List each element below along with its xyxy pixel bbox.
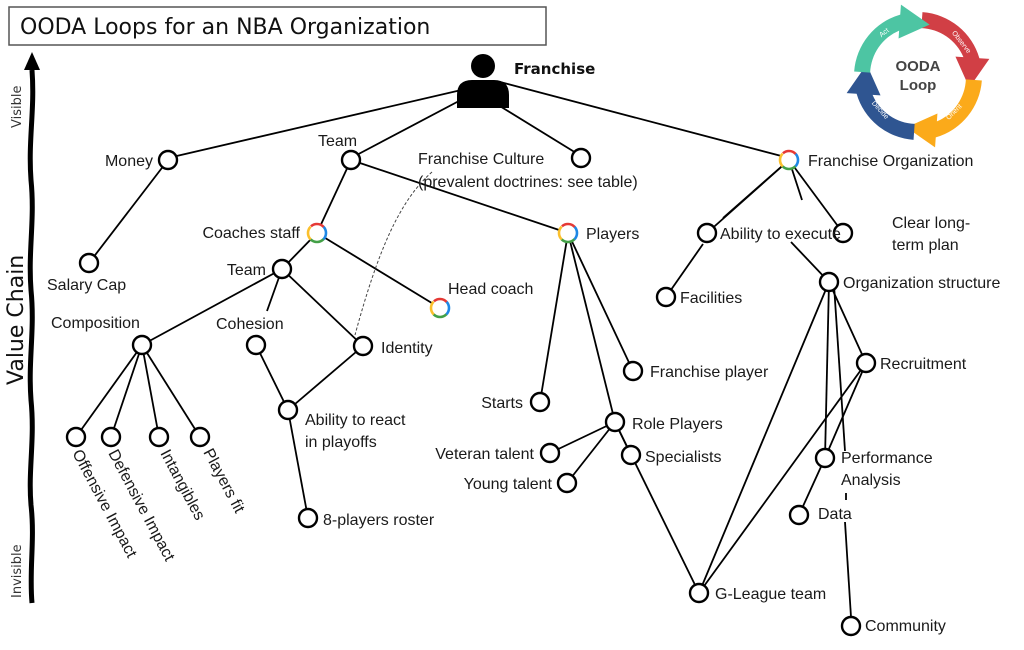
node-intangibles[interactable] bbox=[148, 426, 170, 448]
axis-bottom-label: Invisible bbox=[10, 544, 25, 598]
label-role-players: Role Players bbox=[632, 416, 723, 433]
label-specialists: Specialists bbox=[645, 449, 721, 466]
label-ability-execute: Ability to execute bbox=[720, 226, 841, 243]
node-org-structure[interactable] bbox=[818, 271, 840, 293]
node-cohesion[interactable] bbox=[245, 334, 267, 356]
ooda-center-2: Loop bbox=[900, 77, 937, 94]
ooda-center-1: OODA bbox=[896, 58, 941, 75]
node-veteran[interactable] bbox=[539, 442, 561, 464]
node-clear-plan[interactable] bbox=[832, 222, 854, 244]
label-cohesion: Cohesion bbox=[216, 316, 284, 333]
label-ability-react-2: in playoffs bbox=[305, 434, 377, 451]
node-g-league[interactable] bbox=[688, 582, 710, 604]
axis-arrow-icon bbox=[24, 52, 40, 70]
label-ability-react-1: Ability to react bbox=[305, 412, 406, 429]
node-performance[interactable] bbox=[814, 447, 836, 469]
label-money: Money bbox=[105, 153, 153, 170]
label-players-fit: Players fit bbox=[199, 446, 247, 516]
node-composition[interactable] bbox=[131, 334, 153, 356]
label-coaches-staff: Coaches staff bbox=[202, 225, 300, 242]
label-performance-1: Performance bbox=[841, 450, 933, 467]
node-ability-execute[interactable] bbox=[696, 222, 718, 244]
node-salary-cap[interactable] bbox=[78, 252, 100, 274]
label-clear-plan-2: term plan bbox=[892, 237, 959, 254]
node-young[interactable] bbox=[556, 472, 578, 494]
act-arrow bbox=[854, 4, 930, 73]
node-team[interactable] bbox=[340, 149, 362, 171]
label-facilities: Facilities bbox=[680, 290, 742, 307]
label-community: Community bbox=[865, 618, 946, 635]
label-starts: Starts bbox=[481, 395, 523, 412]
label-salary-cap: Salary Cap bbox=[47, 277, 126, 294]
axis-line bbox=[27, 69, 36, 604]
orient-arrow bbox=[906, 79, 982, 148]
page-title: OODA Loops for an NBA Organization bbox=[20, 15, 430, 40]
label-data: Data bbox=[818, 506, 852, 523]
node-team-sub[interactable] bbox=[271, 258, 293, 280]
node-facilities[interactable] bbox=[655, 286, 677, 308]
node-franchise-culture[interactable] bbox=[570, 147, 592, 169]
nodes bbox=[65, 147, 877, 637]
label-franchise-org: Franchise Organization bbox=[808, 153, 973, 170]
label-players: Players bbox=[586, 226, 639, 243]
node-players-fit[interactable] bbox=[189, 426, 211, 448]
node-franchise-org-ooda[interactable] bbox=[778, 149, 800, 171]
observe-arrow bbox=[921, 12, 990, 88]
ooda-step-act: Act bbox=[878, 27, 890, 39]
label-team-sub: Team bbox=[227, 262, 266, 279]
node-coaches-staff-ooda[interactable] bbox=[306, 222, 328, 244]
node-label-franchise: Franchise bbox=[514, 60, 595, 78]
label-head-coach: Head coach bbox=[448, 281, 533, 298]
label-recruitment: Recruitment bbox=[880, 356, 967, 373]
person-icon bbox=[457, 54, 509, 108]
axis-label: Value Chain bbox=[4, 255, 29, 385]
label-performance-2: Analysis bbox=[841, 472, 901, 489]
label-young: Young talent bbox=[464, 476, 553, 493]
node-role-players[interactable] bbox=[604, 411, 626, 433]
label-intangibles: Intangibles bbox=[156, 447, 207, 523]
node-specialists[interactable] bbox=[620, 444, 642, 466]
label-franchise-culture-2: (prevalent doctrines: see table) bbox=[418, 174, 638, 191]
node-players-ooda[interactable] bbox=[557, 222, 579, 244]
label-g-league: G-League team bbox=[715, 586, 826, 603]
node-franchise-player[interactable] bbox=[622, 360, 644, 382]
node-starts[interactable] bbox=[529, 391, 551, 413]
node-head-coach-ooda[interactable] bbox=[429, 297, 451, 319]
label-franchise-culture-1: Franchise Culture bbox=[418, 151, 544, 168]
node-recruitment[interactable] bbox=[855, 352, 877, 374]
node-offensive[interactable] bbox=[65, 426, 87, 448]
edges bbox=[75, 81, 867, 618]
label-roster: 8-players roster bbox=[323, 512, 435, 529]
title-box: OODA Loops for an NBA Organization bbox=[8, 6, 547, 46]
node-identity[interactable] bbox=[352, 335, 374, 357]
label-franchise-player: Franchise player bbox=[650, 364, 769, 381]
label-veteran: Veteran talent bbox=[435, 446, 534, 463]
node-defensive[interactable] bbox=[100, 426, 122, 448]
label-identity: Identity bbox=[381, 340, 433, 357]
culture-dashed-link bbox=[354, 171, 433, 336]
value-chain-axis: Visible Value Chain Invisible bbox=[4, 52, 40, 604]
ooda-loop-graphic: OODA Loop Observe Orient Decide Act bbox=[846, 4, 990, 148]
node-community[interactable] bbox=[840, 615, 862, 637]
decide-arrow bbox=[846, 64, 915, 140]
node-roster[interactable] bbox=[297, 507, 319, 529]
node-data[interactable] bbox=[788, 504, 810, 526]
node-money[interactable] bbox=[157, 149, 179, 171]
axis-top-label: Visible bbox=[10, 86, 25, 128]
label-org-structure: Organization structure bbox=[843, 275, 1001, 292]
label-clear-plan-1: Clear long- bbox=[892, 215, 970, 232]
label-team: Team bbox=[318, 133, 357, 150]
label-composition: Composition bbox=[51, 315, 140, 332]
node-ability-react[interactable] bbox=[277, 399, 299, 421]
